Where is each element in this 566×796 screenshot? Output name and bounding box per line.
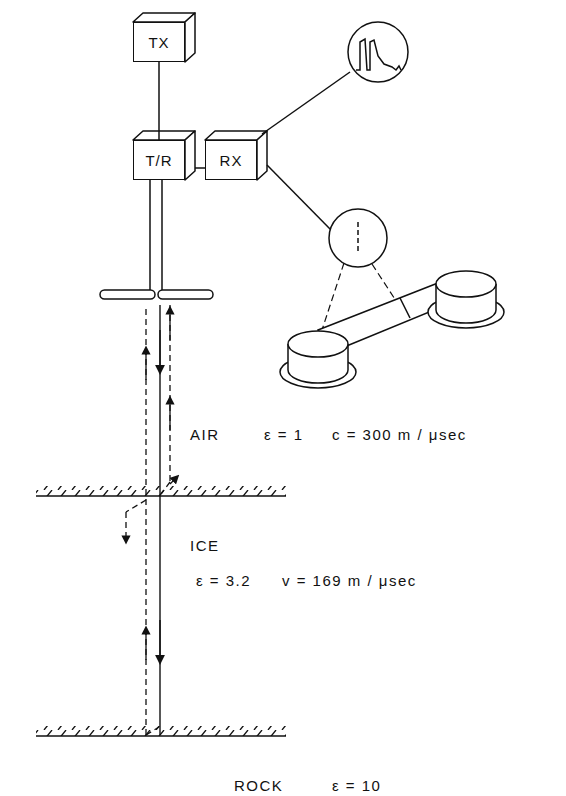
medium-label: ε = 1	[262, 426, 306, 444]
unit-box: RX	[205, 140, 257, 180]
unit-name: TX	[148, 34, 169, 51]
signal-wire	[195, 167, 205, 169]
signal-wire	[158, 62, 160, 140]
medium-label: ROCK	[232, 777, 285, 795]
unit-box: T/R	[133, 140, 185, 180]
unit-box: TX	[133, 22, 185, 62]
medium-label: AIR	[188, 426, 222, 444]
medium-label: c = 300 m / μsec	[330, 426, 469, 444]
medium-label: ICE	[188, 537, 222, 555]
unit-name: T/R	[145, 152, 172, 169]
medium-label: ε = 3.2	[194, 572, 253, 590]
medium-label: v = 169 m / μsec	[280, 572, 419, 590]
medium-label: ε = 10	[330, 777, 383, 795]
unit-name: RX	[220, 152, 243, 169]
